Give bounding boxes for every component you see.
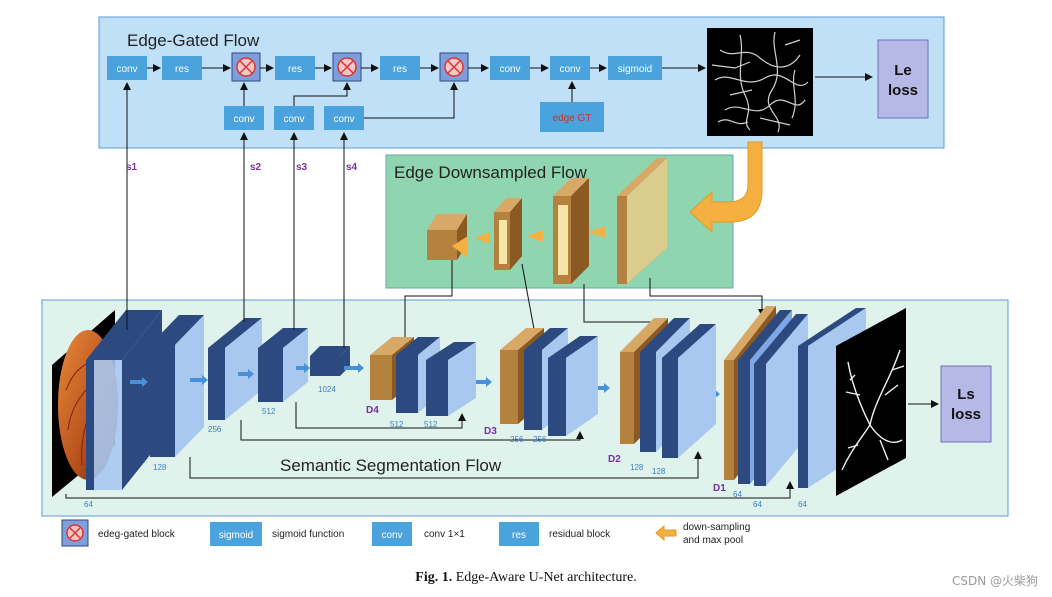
skip-label-s4: s4 — [346, 162, 358, 173]
legend-sigmoid-box: sigmoid — [219, 530, 253, 541]
svg-text:res: res — [393, 64, 407, 75]
ch-512-enc: 512 — [262, 407, 276, 416]
egf-conv-s2: conv — [224, 106, 264, 130]
svg-text:conv: conv — [283, 114, 304, 125]
dec-d2-ch-2: 128 — [652, 467, 666, 476]
egf-res-1: res — [162, 56, 202, 80]
egf-gate-2-icon — [332, 52, 362, 82]
svg-text:edge GT: edge GT — [553, 113, 592, 124]
dec-d2-label: D2 — [608, 454, 621, 465]
dec-d4-label: D4 — [366, 405, 379, 416]
svg-text:loss: loss — [951, 406, 981, 423]
svg-text:conv: conv — [116, 64, 137, 75]
dec-d1-ch-1: 64 — [733, 490, 742, 499]
ch-1024-enc: 1024 — [318, 385, 336, 394]
svg-text:conv: conv — [499, 64, 520, 75]
edge-output-image — [707, 28, 813, 136]
legend-downsample-icon — [655, 524, 677, 542]
output-vessel-image — [836, 308, 906, 496]
svg-text:conv: conv — [333, 114, 354, 125]
enc-block-1024 — [310, 346, 350, 376]
down-cube-3 — [527, 178, 589, 284]
legend-gate-text: edeg-gated block — [98, 529, 176, 540]
skip-label-s1: s1 — [126, 162, 138, 173]
ls-loss-box: Ls loss — [940, 365, 992, 443]
egf-res-2: res — [275, 56, 315, 80]
egf-res-3: res — [380, 56, 420, 80]
dec-d1-label: D1 — [713, 483, 726, 494]
edge-downsampled-title: Edge Downsampled Flow — [394, 163, 587, 182]
legend-down-text-1: down-sampling — [683, 522, 750, 533]
egf-conv-s3: conv — [274, 106, 314, 130]
enc-block-128 — [150, 315, 204, 457]
unet-skip-lines — [65, 402, 794, 499]
egf-conv-3: conv — [550, 56, 590, 80]
edge-gated-title: Edge-Gated Flow — [127, 31, 260, 50]
svg-text:res: res — [288, 64, 302, 75]
svg-text:conv: conv — [233, 114, 254, 125]
down-cube-2 — [475, 198, 522, 270]
dec-d3-ch-2: 256 — [533, 435, 547, 444]
svg-text:sigmoid: sigmoid — [618, 64, 652, 75]
svg-text:Le: Le — [894, 62, 912, 79]
dec-d2 — [620, 318, 716, 458]
orange-feedback-arrow — [689, 141, 763, 234]
legend-conv-text: conv 1×1 — [424, 529, 465, 540]
edge-gt-box: edge GT — [540, 102, 604, 132]
svg-text:Ls: Ls — [957, 386, 975, 403]
ch-64-enc: 64 — [84, 500, 93, 509]
legend-res-text: residual block — [549, 529, 611, 540]
ch-128-enc: 128 — [153, 463, 167, 472]
dec-d2-ch-1: 128 — [630, 463, 644, 472]
legend: edeg-gated block sigmoid sigmoid functio… — [61, 519, 750, 547]
legend-res-box: res — [512, 530, 526, 541]
down-cube-1 — [427, 214, 468, 260]
segmentation-title: Semantic Segmentation Flow — [280, 456, 502, 475]
svg-text:loss: loss — [888, 82, 918, 99]
down-to-decoder-arrows — [401, 260, 766, 347]
egf-conv-2: conv — [490, 56, 530, 80]
dec-d3-label: D3 — [484, 426, 497, 437]
dec-d3-ch-1: 256 — [510, 435, 524, 444]
skip-label-s2: s2 — [250, 162, 262, 173]
ch-256-enc: 256 — [208, 425, 222, 434]
legend-sigmoid-text: sigmoid function — [272, 529, 344, 540]
legend-down-text-2: and max pool — [683, 535, 743, 546]
enc-block-512 — [258, 328, 308, 402]
caption-label: Fig. 1. — [415, 570, 453, 585]
skip-connections — [123, 82, 348, 348]
watermark: CSDN @火柴狗 — [951, 574, 1038, 588]
dec-d1 — [724, 306, 866, 488]
svg-text:res: res — [175, 64, 189, 75]
figure-caption: Fig. 1. Edge-Aware U-Net architecture. — [0, 570, 1052, 586]
egf-gate-3-icon — [439, 52, 469, 82]
legend-conv-box: conv — [381, 530, 402, 541]
egf-top-arrows — [147, 64, 873, 81]
enc-block-256 — [208, 318, 262, 420]
caption-text: Edge-Aware U-Net architecture. — [455, 570, 637, 585]
dec-d4 — [370, 337, 476, 416]
egf-gate-1-icon — [231, 52, 261, 82]
down-cube-4 — [588, 158, 667, 284]
egf-conv-1: conv — [107, 56, 147, 80]
dec-d4-ch-2: 512 — [424, 420, 438, 429]
svg-text:conv: conv — [559, 64, 580, 75]
egf-bottom-arrows — [240, 81, 576, 119]
le-loss-box: Le loss — [877, 39, 929, 119]
legend-gate-icon — [61, 519, 89, 547]
egf-sigmoid: sigmoid — [608, 56, 662, 80]
egf-conv-s4: conv — [324, 106, 364, 130]
dec-d4-ch-1: 512 — [390, 420, 404, 429]
skip-label-s3: s3 — [296, 162, 308, 173]
dec-d1-ch-3: 64 — [798, 500, 807, 509]
dec-d1-ch-2: 64 — [753, 500, 762, 509]
dec-d3 — [500, 328, 598, 436]
